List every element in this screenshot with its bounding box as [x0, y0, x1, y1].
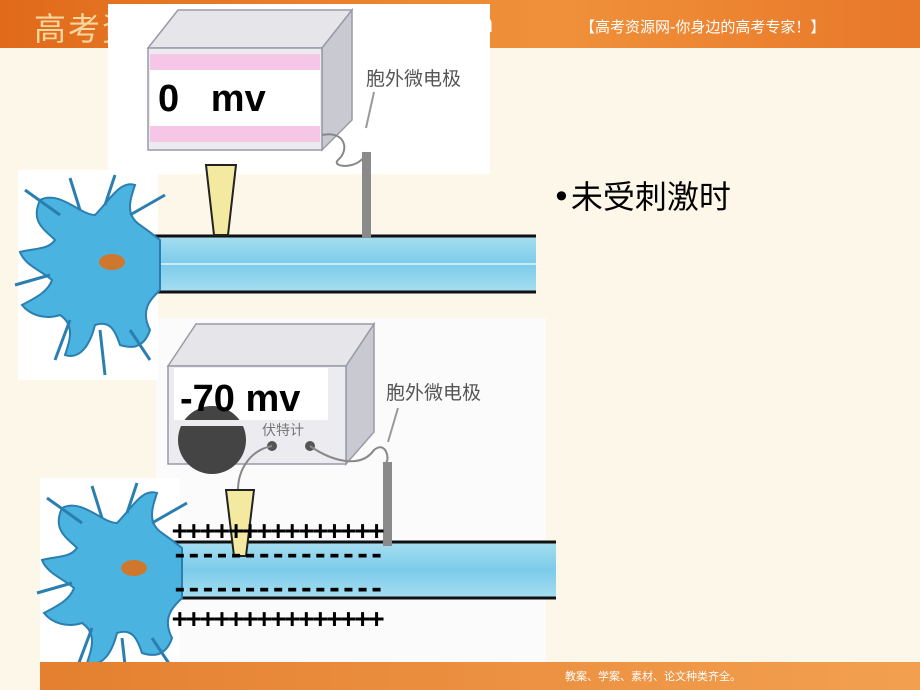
top-probe [204, 164, 238, 236]
top-electrode-label: 胞外微电极 [366, 68, 462, 90]
inner-negative-charges-bottom: --------------- [172, 574, 384, 604]
top-voltmeter [146, 7, 354, 152]
bottom-label-pointer [387, 407, 399, 443]
bottom-electrode-label: 胞外微电极 [386, 382, 482, 404]
bottom-probe [224, 489, 256, 557]
bullet-point: •未受刺激时 [552, 178, 731, 216]
top-electrode-wire [321, 133, 367, 167]
header-slogan: 【高考资源网-你身边的高考专家！】 [580, 18, 826, 36]
top-label-pointer [365, 91, 375, 129]
bottom-voltmeter [166, 321, 376, 474]
top-voltage-reading: 0 mv [158, 78, 266, 120]
bottom-nucleus [121, 560, 147, 576]
outer-positive-charges-bottom: +++++++++++++++ [172, 604, 384, 634]
bottom-voltage-reading: -70 mv [180, 378, 301, 420]
top-neuron [14, 170, 536, 380]
bottom-wire-left [237, 445, 273, 491]
footer-text: 教案、学案、素材、论文种类齐全。 [565, 670, 741, 683]
top-extracellular-electrode [362, 152, 371, 238]
voltmeter-device-text: 伏特计 [262, 423, 304, 439]
outer-positive-charges-top: +++++++++++++++ [172, 516, 384, 546]
bottom-wire-right [309, 445, 389, 463]
top-nucleus [99, 254, 125, 270]
footer-bar [40, 662, 920, 690]
bottom-extracellular-electrode [383, 462, 392, 546]
inner-negative-charges-top: --------------- [172, 540, 384, 570]
